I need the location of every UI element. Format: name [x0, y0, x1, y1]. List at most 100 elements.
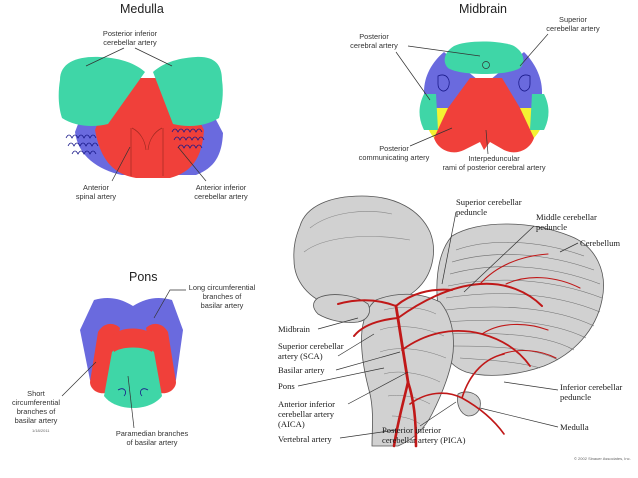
pons-long-circ-label-line1: Long circumferential	[189, 283, 256, 292]
midbrain-pcom-label-line2: communicating artery	[359, 153, 430, 162]
midbrain-teal-left-edge	[419, 94, 438, 130]
cerebellar-surface-branches	[479, 253, 581, 359]
medulla-title: Medulla	[120, 2, 164, 16]
pons-paramedian-label-line1: Paramedian branches	[116, 429, 189, 438]
midbrain-interpeduncular-label-line1: Interpeduncular	[468, 154, 520, 163]
medulla-anterior-spinal-label-line1: Anterior	[83, 183, 109, 192]
medulla-anterior-spinal-leader	[111, 146, 131, 182]
pons-cross-section	[80, 298, 183, 408]
thalamus-mass	[293, 195, 434, 309]
pons-red-right-band	[146, 323, 176, 394]
midbrain-right-nucleus	[518, 74, 531, 92]
aica-label-line2: cerebellar artery	[278, 409, 335, 419]
thalamus-shading	[303, 211, 411, 253]
inferior-olive	[457, 391, 481, 417]
posterior-cerebral-artery	[337, 288, 453, 307]
pica-leader	[419, 401, 457, 427]
medulla-olive-right	[171, 128, 205, 149]
midbrain-pca-label-line1: Posterior	[359, 32, 389, 41]
vertebral-artery-right	[406, 380, 418, 448]
midbrain-leader	[317, 317, 359, 330]
midbrain-interpeduncular-label-line2: rami of posterior cerebral artery	[442, 163, 545, 172]
pica-label-line1: Posterior inferior	[382, 425, 441, 435]
midbrain-pcom-leader	[409, 127, 453, 147]
aica-label-line1: Anterior inferior	[278, 399, 335, 409]
middle-peduncle-label-line2: peduncle	[536, 222, 567, 232]
medulla-olive-left	[65, 134, 99, 155]
midbrain-red-region	[434, 78, 534, 153]
medulla-label: Medulla	[560, 422, 589, 432]
medulla-leader	[479, 407, 559, 428]
pons-label: Pons	[278, 381, 295, 391]
midbrain-pcom-label-line1: Posterior	[379, 144, 409, 153]
medulla-cross-section	[58, 56, 223, 178]
midbrain-sca-label-line1: Superior	[559, 15, 587, 24]
medulla-teal-right	[153, 56, 223, 126]
superior-peduncle-leader	[441, 211, 457, 285]
pica-artery	[409, 353, 505, 435]
brainstem-illustration: Superior cerebellar peduncle Middle cere…	[278, 195, 631, 461]
basilar-label: Basilar artery	[278, 365, 325, 375]
pons-short-circ-label-line1: Short	[27, 389, 45, 398]
midbrain-label: Midbrain	[278, 324, 311, 334]
pica-label-line2: cerebellar artery (PICA)	[382, 435, 466, 445]
sca-label-line1: Superior cerebellar	[278, 341, 344, 351]
pons-paramedian-label-line2: of basilar artery	[127, 438, 178, 447]
midbrain-interpeduncular-leader	[485, 129, 489, 155]
pons-short-circ-leader	[61, 361, 97, 397]
midbrain-teal-right-edge	[530, 94, 549, 130]
midbrain-teal-tectum	[444, 41, 524, 74]
inferior-peduncle-label-line2: peduncle	[560, 392, 591, 402]
cerebellum	[436, 223, 604, 376]
pons-paramedian-leader	[127, 375, 135, 429]
pons-footer-date: 1/18/2011	[32, 428, 50, 433]
medulla-pica-label-line1: Posterior inferior	[103, 29, 158, 38]
pons-panel: Pons Long circumferential branches of ba…	[12, 270, 256, 447]
midbrain-cross-section	[419, 41, 549, 153]
vertebral-leader	[339, 429, 397, 439]
inferior-peduncle-leader	[503, 381, 559, 391]
medulla-aica-label-line2: cerebellar artery	[194, 192, 248, 201]
cerebellum-leader	[559, 242, 579, 253]
pons-red-tegmentum	[112, 328, 154, 352]
basilar-artery	[394, 304, 410, 384]
basilar-leader	[335, 351, 401, 371]
midbrain-sca-label-line2: cerebellar artery	[546, 24, 600, 33]
copyright-text: © 2002 Sinauer Associates, Inc.	[574, 456, 631, 461]
pons-short-circ-label-line2: circumferential	[12, 398, 60, 407]
brainstem-texture	[379, 307, 447, 425]
vertebral-label: Vertebral artery	[278, 434, 332, 444]
pons-nucleus-marks	[117, 388, 149, 397]
aica-label-line3: (AICA)	[278, 419, 305, 429]
vertebral-artery-left	[392, 380, 410, 448]
cerebellum-label: Cerebellum	[580, 238, 620, 248]
medulla-aica-label-line1: Anterior inferior	[196, 183, 247, 192]
medulla-pica-leader	[85, 47, 173, 67]
midbrain-pca-label-line2: cerebral artery	[350, 41, 398, 50]
aica-leader	[347, 371, 409, 405]
midbrain-sca-leader	[519, 33, 549, 67]
pons-red-left-band	[90, 323, 120, 394]
medulla-anterior-spinal-label-line2: spinal artery	[76, 192, 117, 201]
sca-leader	[337, 333, 375, 357]
superior-peduncle-label-line2: peduncle	[456, 207, 487, 217]
midbrain-title: Midbrain	[459, 2, 507, 16]
pons-long-circ-label-line2: branches of	[203, 292, 243, 301]
midbrain-panel: Midbrain Posterior cerebral artery Super…	[350, 2, 600, 172]
midbrain-left-nucleus	[437, 74, 450, 92]
pons-short-circ-label-line4: basilar artery	[15, 416, 58, 425]
middle-peduncle-leader	[463, 225, 535, 293]
medulla-pyramids	[130, 127, 164, 176]
medulla-pica-label-line2: cerebellar artery	[103, 38, 157, 47]
medulla-aica-leader	[177, 146, 207, 182]
pons-long-circ-leader	[153, 289, 186, 319]
pons-short-circ-label-line3: branches of	[17, 407, 57, 416]
sca-label-line2: artery (SCA)	[278, 351, 323, 361]
middle-peduncle-label-line1: Middle cerebellar	[536, 212, 597, 222]
pons-long-circ-label-line3: basilar artery	[201, 301, 244, 310]
midbrain-aqueduct	[482, 61, 490, 69]
medulla-panel: Medulla Posterior inferior cerebellar ar…	[58, 2, 248, 201]
pons-teal-base	[104, 346, 162, 408]
midbrain-pca-leader	[395, 45, 481, 101]
